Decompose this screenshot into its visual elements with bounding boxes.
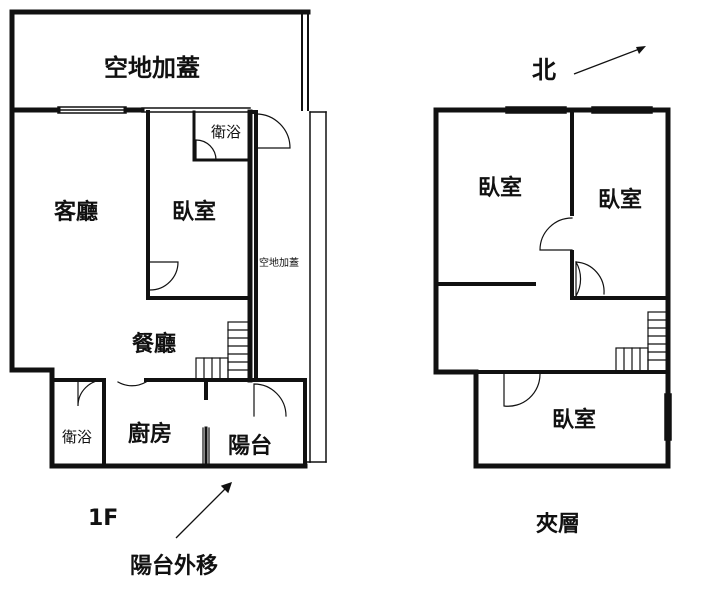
room-label-bathroom-lower: 衛浴 <box>62 428 93 446</box>
room-label-balcony: 陽台 <box>228 434 273 459</box>
staircase-1f <box>195 321 251 381</box>
doors-mezzanine <box>503 217 605 407</box>
room-label-bathroom-upper: 衛浴 <box>211 123 242 141</box>
room-label-open-space-side: 空地加蓋 <box>259 258 299 269</box>
doors-1f <box>77 113 291 417</box>
staircase-mezzanine <box>615 311 669 373</box>
floor1-caption: 1F <box>88 506 119 531</box>
annotation-label: 陽台外移 <box>130 554 219 579</box>
room-label-kitchen: 廚房 <box>128 422 173 447</box>
room-label-mezzanine-bedroom-b: 臥室 <box>598 188 643 213</box>
mezzanine-plan <box>433 106 672 469</box>
floor1-plan <box>9 9 327 469</box>
room-label-mezzanine-bedroom-a: 臥室 <box>478 176 523 201</box>
mezzanine-windows <box>505 106 672 441</box>
mezzanine-interior-walls <box>436 110 668 300</box>
room-label-bedroom: 臥室 <box>172 200 217 225</box>
open-space-top-walls <box>9 9 311 113</box>
annotation-arrow <box>175 481 233 539</box>
mezzanine-caption: 夾層 <box>536 512 581 537</box>
top-window <box>57 106 251 114</box>
north-arrow-icon <box>573 46 646 75</box>
room-label-living-room: 客廳 <box>54 200 99 225</box>
side-strip-walls <box>304 111 327 463</box>
main-walls <box>9 107 308 469</box>
compass-north-label: 北 <box>532 56 556 84</box>
room-label-dining-room: 餐廳 <box>132 332 177 357</box>
room-label-mezzanine-bedroom-c: 臥室 <box>552 408 597 433</box>
room-label-open-space-top: 空地加蓋 <box>104 54 200 82</box>
